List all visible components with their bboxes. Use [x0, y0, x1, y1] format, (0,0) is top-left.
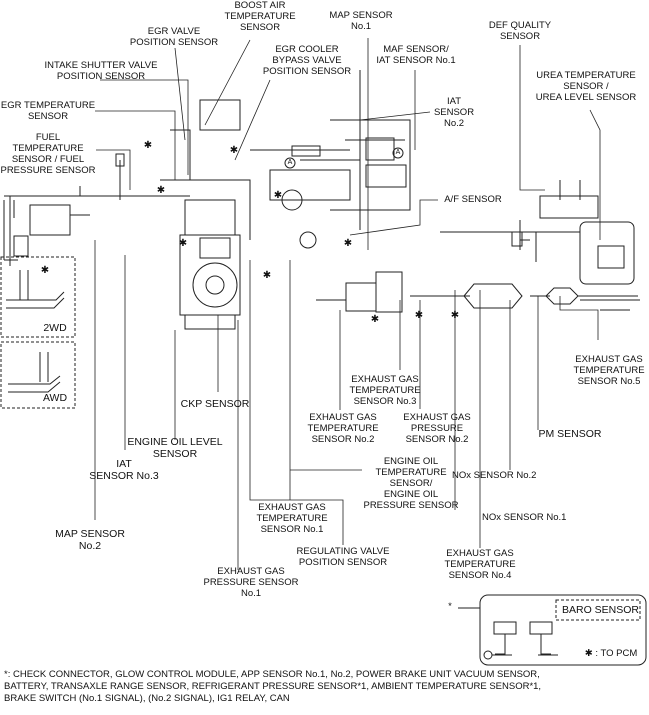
asterisk-marker: ✱: [343, 238, 353, 249]
legend-module-1: [493, 621, 517, 635]
cylinder-head: [184, 199, 236, 236]
leader-lines: [94, 38, 601, 570]
marker-a-1: [284, 157, 296, 169]
legend-plug: [483, 650, 493, 660]
label-intake-shutter-valve: INTAKE SHUTTER VALVE POSITION SENSOR: [44, 60, 158, 82]
baro-sensor-box: [555, 599, 641, 621]
to-pcm-label: ✱ : TO PCM: [584, 648, 638, 659]
crankshaft-inner: [205, 275, 225, 295]
asterisk-marker: ✱: [156, 185, 166, 196]
marker-a-label-2: A: [395, 149, 401, 156]
inset-awd-drawing: [8, 352, 61, 393]
crankshaft: [192, 262, 238, 308]
label-iat-sensor-2: IAT SENSOR No.2: [433, 96, 475, 129]
def-heater-box: [539, 195, 599, 219]
label-map-sensor-1: MAP SENSOR No.1: [329, 10, 393, 32]
piston: [199, 237, 231, 259]
label-exhaust-gas-temp-sensor-2: EXHAUST GAS TEMPERATURE SENSOR No.2: [307, 412, 379, 445]
asterisk-marker: ✱: [370, 314, 380, 325]
label-boost-air-temp-sensor: BOOST AIR TEMPERATURE SENSOR: [224, 0, 296, 33]
asterisk-marker: ✱: [229, 145, 239, 156]
def-tank: [579, 221, 635, 285]
intercooler: [365, 164, 407, 188]
label-engine-oil-level-sensor: ENGINE OIL LEVEL SENSOR: [127, 436, 223, 460]
footnote-line-1: *: CHECK CONNECTOR, GLOW CONTROL MODULE,…: [4, 669, 540, 680]
tailpipe: [580, 299, 640, 311]
label-ckp-sensor: CKP SENSOR: [180, 398, 250, 410]
legend-lines: [492, 634, 558, 656]
label-regulating-valve-position-sensor: REGULATING VALVE POSITION SENSOR: [296, 546, 390, 568]
scr-catalyst: [463, 283, 523, 309]
label-map-sensor-2: MAP SENSOR No.2: [55, 528, 125, 552]
label-iat-sensor-3: IAT SENSOR No.3: [89, 458, 159, 482]
fuel-lines: [3, 160, 154, 266]
label-engine-oil-temp-pressure-sensor: ENGINE OIL TEMPERATURE SENSOR/ ENGINE OI…: [363, 456, 459, 511]
intake-plumbing: [150, 70, 411, 240]
marker-a-label-1: A: [287, 159, 293, 166]
asterisk-marker: ✱: [262, 270, 272, 281]
footnote: *: CHECK CONNECTOR, GLOW CONTROL MODULE,…: [4, 669, 644, 705]
label-maf-iat-sensor-1: MAF SENSOR/ IAT SENSOR No.1: [376, 44, 456, 66]
turbo: [281, 189, 317, 249]
label-exhaust-gas-pressure-sensor-2: EXHAUST GAS PRESSURE SENSOR No.2: [403, 412, 471, 445]
baro-sensor-label: BARO SENSOR: [562, 604, 640, 616]
def-lines: [440, 180, 581, 262]
asterisk-marker: ✱: [40, 265, 50, 276]
legend-box: [479, 594, 647, 666]
label-egr-temperature-sensor: EGR TEMPERATURE SENSOR: [0, 100, 96, 122]
footnote-line-2: BATTERY, TRANSAXLE RANGE SENSOR, REFRIGE…: [4, 681, 542, 692]
label-egr-cooler-bypass-valve: EGR COOLER BYPASS VALVE POSITION SENSOR: [262, 44, 352, 77]
label-exhaust-gas-temp-sensor-3: EXHAUST GAS TEMPERATURE SENSOR No.3: [349, 374, 421, 407]
label-awd: AWD: [42, 392, 68, 404]
label-exhaust-gas-pressure-sensor-1: EXHAUST GAS PRESSURE SENSOR No.1: [203, 566, 299, 599]
air-cleaner: [365, 137, 395, 161]
label-2wd: 2WD: [43, 322, 67, 334]
fuel-filter: [115, 153, 125, 167]
urea-sensor-module: [597, 245, 625, 269]
label-pm-sensor: PM SENSOR: [538, 428, 602, 440]
label-def-quality-sensor: DEF QUALITY SENSOR: [488, 20, 552, 42]
asterisk-marker: ✱: [414, 310, 424, 321]
slip-catalyst: [545, 287, 579, 305]
label-egr-valve-position-sensor: EGR VALVE POSITION SENSOR: [129, 26, 219, 48]
label-af-sensor: A/F SENSOR: [444, 194, 502, 205]
label-urea-temp-level-sensor: UREA TEMPERATURE SENSOR / UREA LEVEL SEN…: [535, 70, 637, 103]
dpf-1: [345, 282, 377, 312]
marker-a-2: [392, 147, 404, 159]
footnote-line-3: BRAKE SWITCH (No.1 SIGNAL), (No.2 SIGNAL…: [4, 693, 290, 704]
catalyst-1: [375, 271, 403, 313]
asterisk-marker: ✱: [273, 190, 283, 201]
fuel-pump: [13, 235, 29, 257]
legend-star: *: [448, 601, 452, 612]
oil-pan: [184, 314, 236, 330]
legend-module-2: [529, 621, 553, 635]
egr-cooler: [291, 145, 321, 157]
def-pump: [511, 231, 523, 247]
inset-2wd-box: [0, 256, 76, 338]
inset-2wd-drawing: [6, 270, 65, 309]
label-exhaust-gas-temp-sensor-4: EXHAUST GAS TEMPERATURE SENSOR No.4: [444, 548, 516, 581]
label-nox-sensor-1: NOx SENSOR No.1: [482, 512, 567, 523]
asterisk-marker: ✱: [178, 238, 188, 249]
label-nox-sensor-2: NOx SENSOR No.2: [452, 470, 537, 481]
label-fuel-temp-pressure-sensor: FUEL TEMPERATURE SENSOR / FUEL PRESSURE …: [0, 132, 96, 176]
asterisk-marker: ✱: [143, 140, 153, 151]
label-exhaust-gas-temp-sensor-1: EXHAUST GAS TEMPERATURE SENSOR No.1: [256, 502, 328, 535]
inset-awd-box: [0, 341, 76, 409]
asterisk-marker: ✱: [450, 310, 460, 321]
label-exhaust-gas-temp-sensor-5: EXHAUST GAS TEMPERATURE SENSOR No.5: [573, 354, 645, 387]
exhaust-pipe: [316, 295, 638, 301]
engine-block: [179, 234, 241, 316]
